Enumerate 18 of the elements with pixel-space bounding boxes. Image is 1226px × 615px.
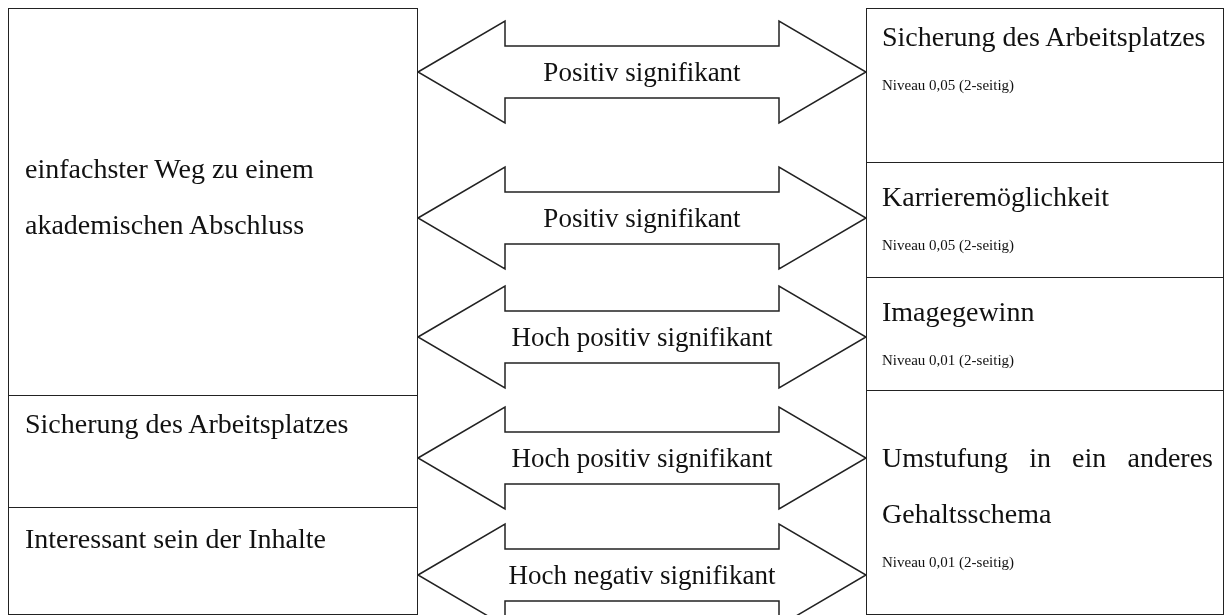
significance-level: Niveau 0,01 (2-seitig) bbox=[882, 351, 1016, 370]
text-box bbox=[866, 277, 1224, 391]
box-text: Imagegewinn bbox=[882, 295, 1036, 329]
text-box bbox=[8, 395, 418, 508]
text-box bbox=[866, 8, 1224, 163]
box-text: Umstufung in ein anderes Gehaltsschema bbox=[882, 441, 1213, 531]
text-box bbox=[866, 162, 1224, 278]
box-text: Sicherung des Arbeitsplatzes bbox=[882, 20, 1207, 54]
box-text: Interessant sein der Inhalte bbox=[25, 522, 327, 556]
text-box bbox=[866, 390, 1224, 615]
text-box bbox=[8, 8, 418, 396]
box-text: Sicherung des Arbeitsplatzes bbox=[25, 407, 350, 441]
box-text: einfachster Weg zu einem akademischen Abschluss bbox=[25, 152, 315, 242]
significance-level: Niveau 0,05 (2-seitig) bbox=[882, 236, 1016, 255]
text-box bbox=[8, 507, 418, 615]
significance-level: Niveau 0,05 (2-seitig) bbox=[882, 76, 1016, 95]
box-text: Karrieremöglichkeit bbox=[882, 180, 1110, 214]
significance-level: Niveau 0,01 (2-seitig) bbox=[882, 553, 1016, 572]
